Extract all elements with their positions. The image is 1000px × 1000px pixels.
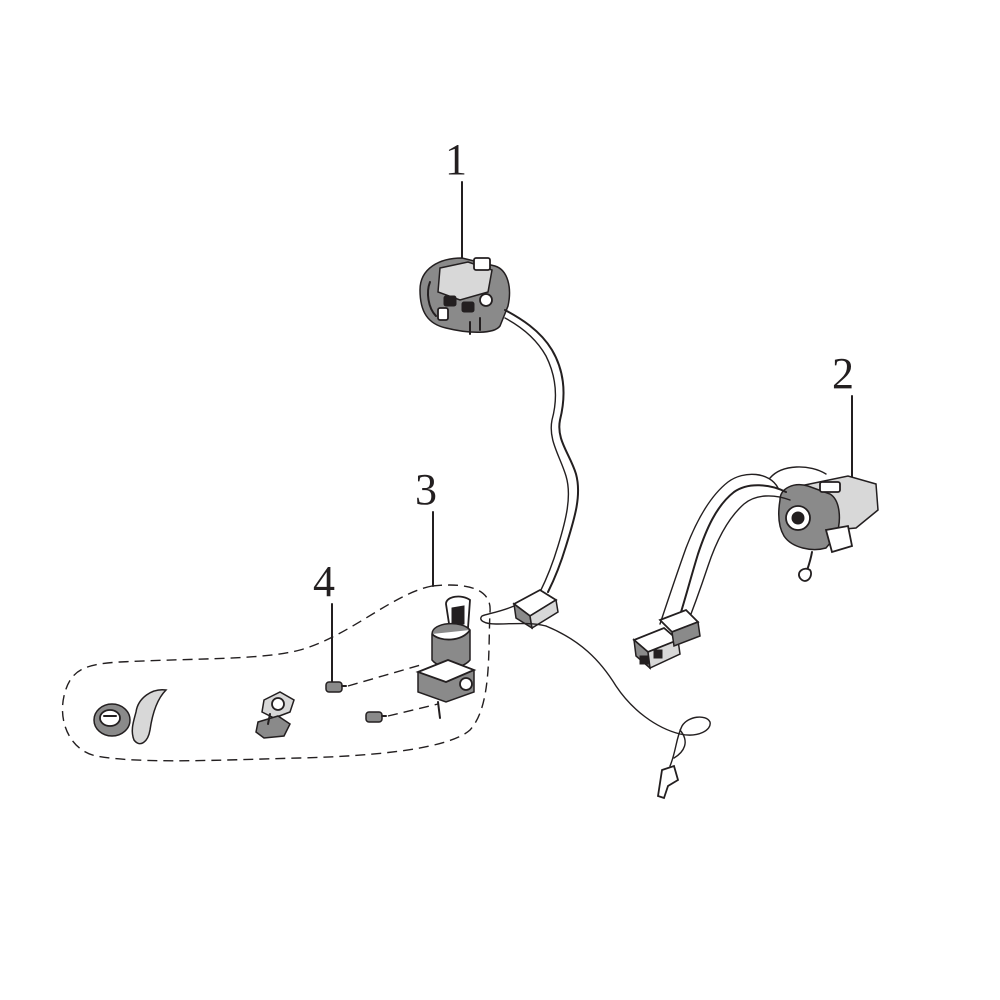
assembly-line-upper	[347, 663, 425, 687]
ignition-key	[93, 689, 168, 745]
callout-1: 1	[445, 135, 467, 184]
sub-harness-wire-2	[673, 729, 686, 759]
lock-cylinder	[255, 691, 295, 739]
sub-harness-wire	[545, 625, 711, 767]
right-switch-harness-d	[769, 466, 827, 479]
right-handlebar-switch	[778, 475, 879, 582]
assembly-line-lower	[387, 703, 439, 717]
callout-2: 2	[832, 349, 854, 398]
sub-harness-terminal	[656, 764, 680, 800]
left-switch-harness-inner	[504, 317, 570, 593]
right-switch-harness-b	[683, 495, 791, 633]
right-switch-harness-c	[659, 473, 779, 625]
kit-outline-dashed	[61, 584, 491, 762]
junction-wire	[480, 605, 547, 627]
left-switch-harness	[504, 309, 580, 593]
screw-upper	[325, 681, 347, 693]
callout-4: 4	[313, 557, 335, 606]
left-handlebar-switch	[419, 257, 511, 335]
right-switch-harness-a	[675, 484, 787, 629]
screw-lower	[365, 711, 387, 723]
right-harness-connectors	[632, 608, 701, 670]
harness-connector	[512, 588, 559, 630]
ignition-switch-assembly	[415, 595, 477, 719]
callout-3: 3	[415, 465, 437, 514]
